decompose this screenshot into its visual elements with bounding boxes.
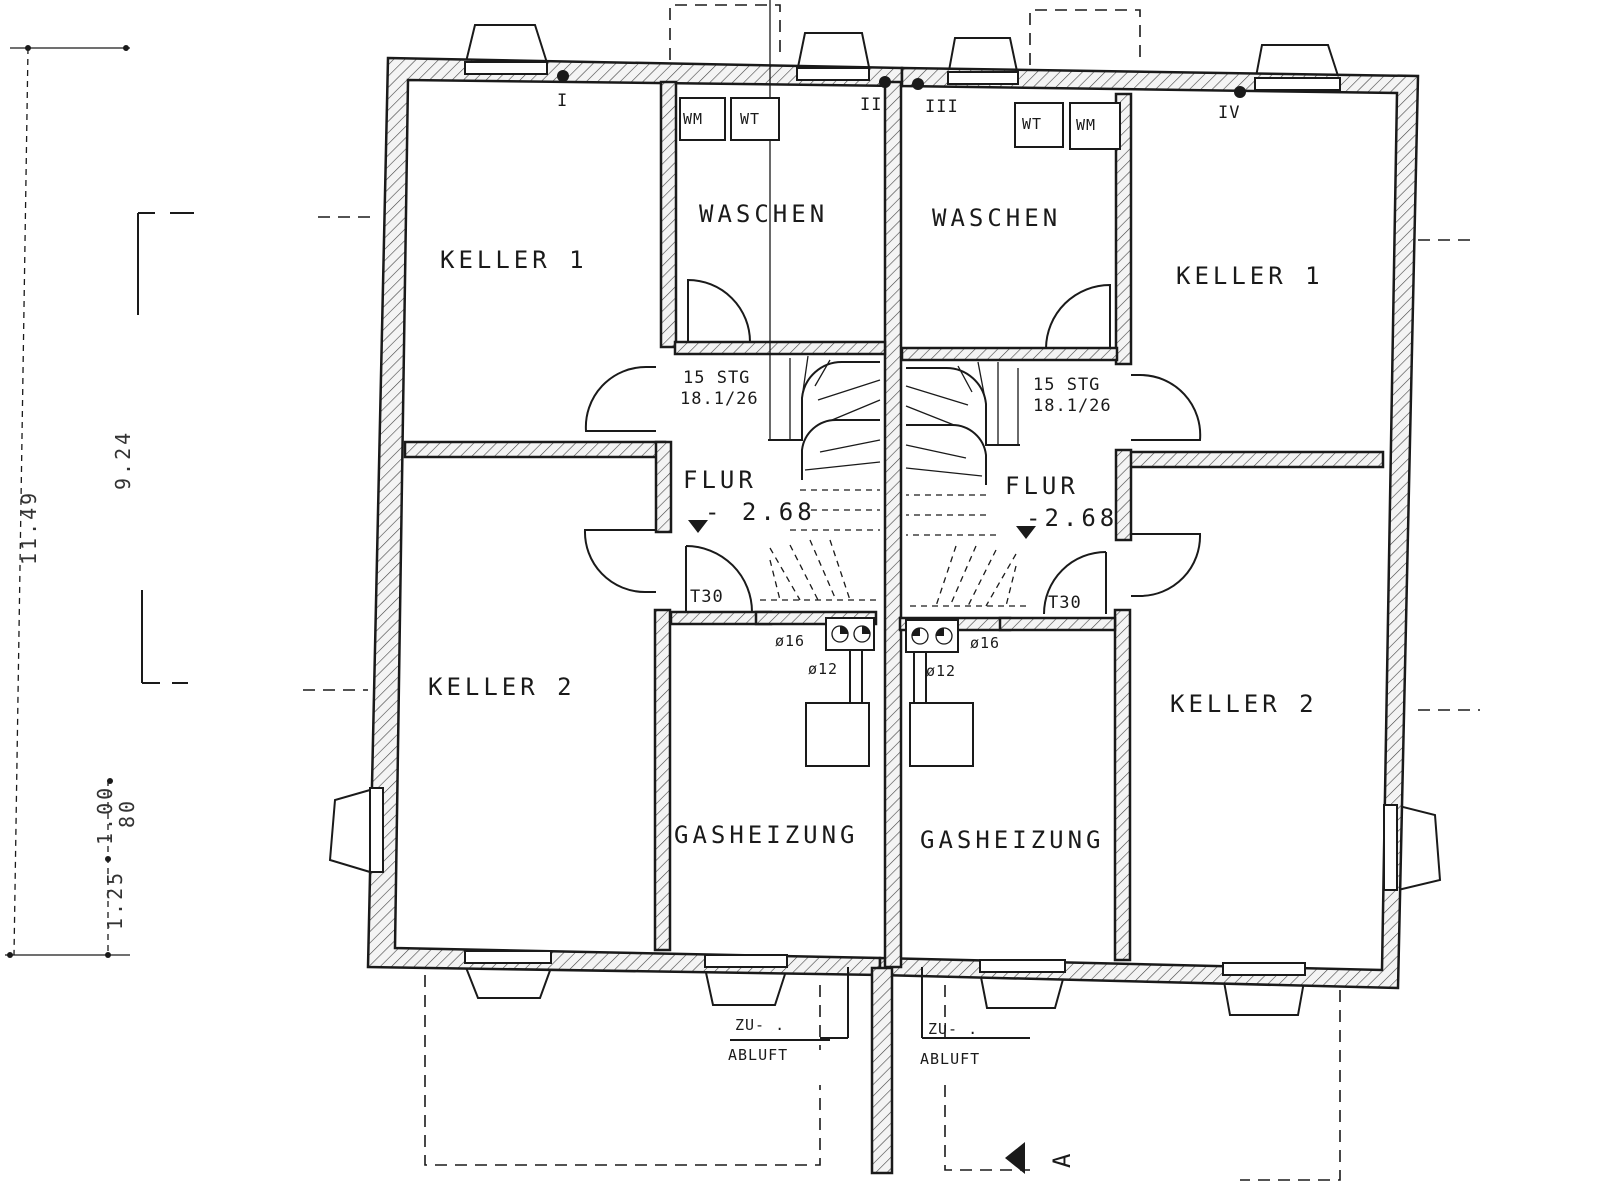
stairs-ratio-right: 18.1/26	[1033, 396, 1112, 416]
right-unit-labels: III IV WT WM WASCHEN KELLER 1 KELLER 2 1…	[920, 97, 1324, 1168]
room-waschen-left: WASCHEN	[699, 200, 828, 228]
dryer-box-right	[1014, 102, 1064, 148]
level-right: -2.68	[1026, 504, 1118, 532]
wt-label-right: WT	[1022, 115, 1042, 133]
washing-machine-box-left	[679, 97, 726, 141]
room-flur-left: FLUR	[683, 466, 757, 494]
stairs-ratio-left: 18.1/26	[680, 389, 759, 409]
pipe-12-left: ø12	[808, 660, 838, 678]
room-flur-right: FLUR	[1005, 472, 1079, 500]
air-in-right: ZU- .	[928, 1020, 978, 1038]
washing-machine-box-right	[1069, 102, 1121, 150]
wm-label-left: WM	[683, 110, 703, 128]
dryer-box-left	[730, 97, 780, 141]
dim-125: 1.25	[103, 870, 127, 930]
pipe-16-left: ø16	[775, 632, 805, 650]
wt-label-left: WT	[740, 110, 760, 128]
dim-overall-height: 11.49	[17, 490, 41, 565]
exterior-outlines	[303, 4, 1480, 1181]
room-waschen-right: WASCHEN	[932, 204, 1061, 232]
room-gasheizung-right: GASHEIZUNG	[920, 826, 1105, 854]
air-out-left: ABLUFT	[728, 1046, 788, 1064]
downpipes	[557, 70, 1246, 98]
wm-label-right: WM	[1076, 116, 1096, 134]
room-gasheizung-left: GASHEIZUNG	[674, 821, 859, 849]
stairs	[760, 0, 1026, 607]
room-keller1-left: KELLER 1	[440, 246, 588, 274]
left-unit-labels: I II WM WT WASCHEN KELLER 1 KELLER 2 15 …	[428, 91, 882, 1064]
corner-mark-iv: IV	[1218, 103, 1240, 123]
stairs-count-right: 15 STG	[1033, 375, 1100, 395]
dimension-lines: 11.49 9.24 1.00 80 1.25	[5, 45, 194, 958]
boiler-right	[909, 702, 974, 767]
corner-mark-ii: II	[860, 95, 882, 115]
level-marker-left	[688, 520, 708, 533]
air-out-right: ABLUFT	[920, 1050, 980, 1068]
dim-100: 1.00	[93, 785, 117, 845]
air-in-left: ZU- .	[735, 1016, 785, 1034]
level-left: - 2.68	[705, 498, 816, 526]
walls	[366, 56, 1420, 1175]
section-marker-arrow	[1005, 1142, 1025, 1174]
corner-mark-i: I	[557, 91, 568, 111]
room-keller2-left: KELLER 2	[428, 673, 576, 701]
stairs-count-left: 15 STG	[683, 368, 750, 388]
room-keller2-right: KELLER 2	[1170, 690, 1318, 718]
pipe-12-right: ø12	[926, 662, 956, 680]
pipe-16-right: ø16	[970, 634, 1000, 652]
window-wells	[328, 24, 1442, 1016]
door-t30-left: T30	[690, 587, 724, 607]
dim-inner-height: 9.24	[111, 430, 135, 490]
door-swings	[583, 278, 1202, 615]
section-marker-label: A	[1048, 1150, 1076, 1168]
boiler-left	[805, 702, 870, 767]
wall-windows	[369, 61, 1398, 976]
corner-mark-iii: III	[925, 97, 959, 117]
level-marker-right	[1016, 526, 1036, 539]
room-keller1-right: KELLER 1	[1176, 262, 1324, 290]
appliances	[679, 97, 1121, 1174]
door-t30-right: T30	[1048, 593, 1082, 613]
dim-80: 80	[115, 798, 139, 828]
